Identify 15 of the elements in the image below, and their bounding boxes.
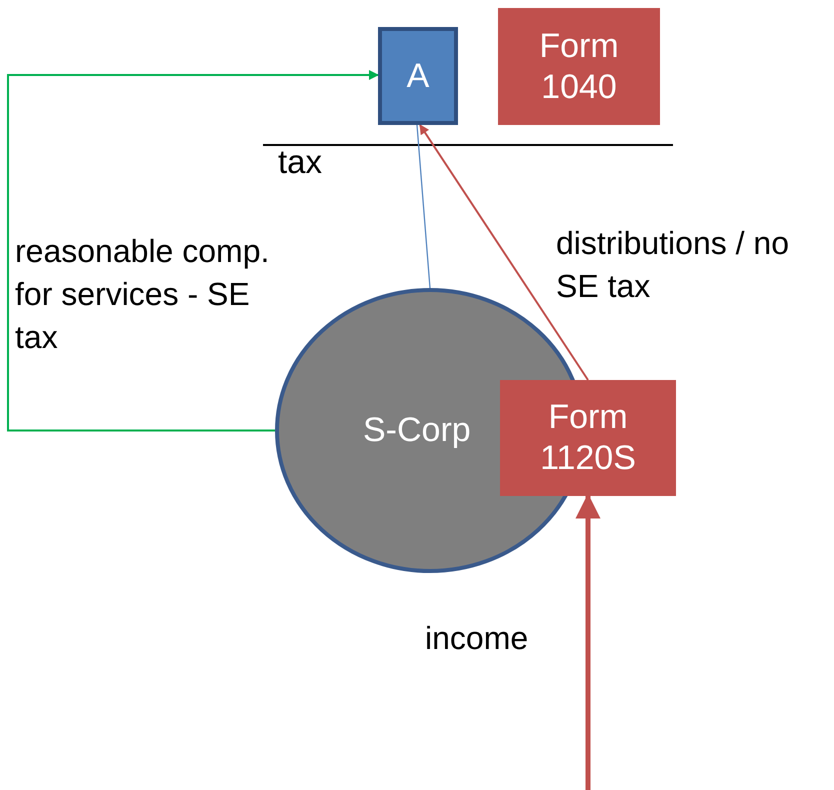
arrow <box>7 70 379 432</box>
edge-label: income <box>425 619 530 658</box>
edge-label: reasonable comp. for services - SE tax <box>15 232 270 358</box>
form-box <box>500 380 676 496</box>
form-box <box>498 8 660 125</box>
connector-line <box>416 124 431 288</box>
node-label: Form 1040 <box>538 26 620 108</box>
node-label: S-Corp <box>363 410 471 451</box>
edge-label: distributions / no SE tax <box>556 224 790 306</box>
node-label: Form 1120S <box>539 397 637 479</box>
text-label: tax <box>278 142 322 182</box>
arrow <box>576 494 600 790</box>
process-box <box>378 27 458 125</box>
arrow <box>419 124 589 381</box>
node-label: A <box>406 56 430 96</box>
